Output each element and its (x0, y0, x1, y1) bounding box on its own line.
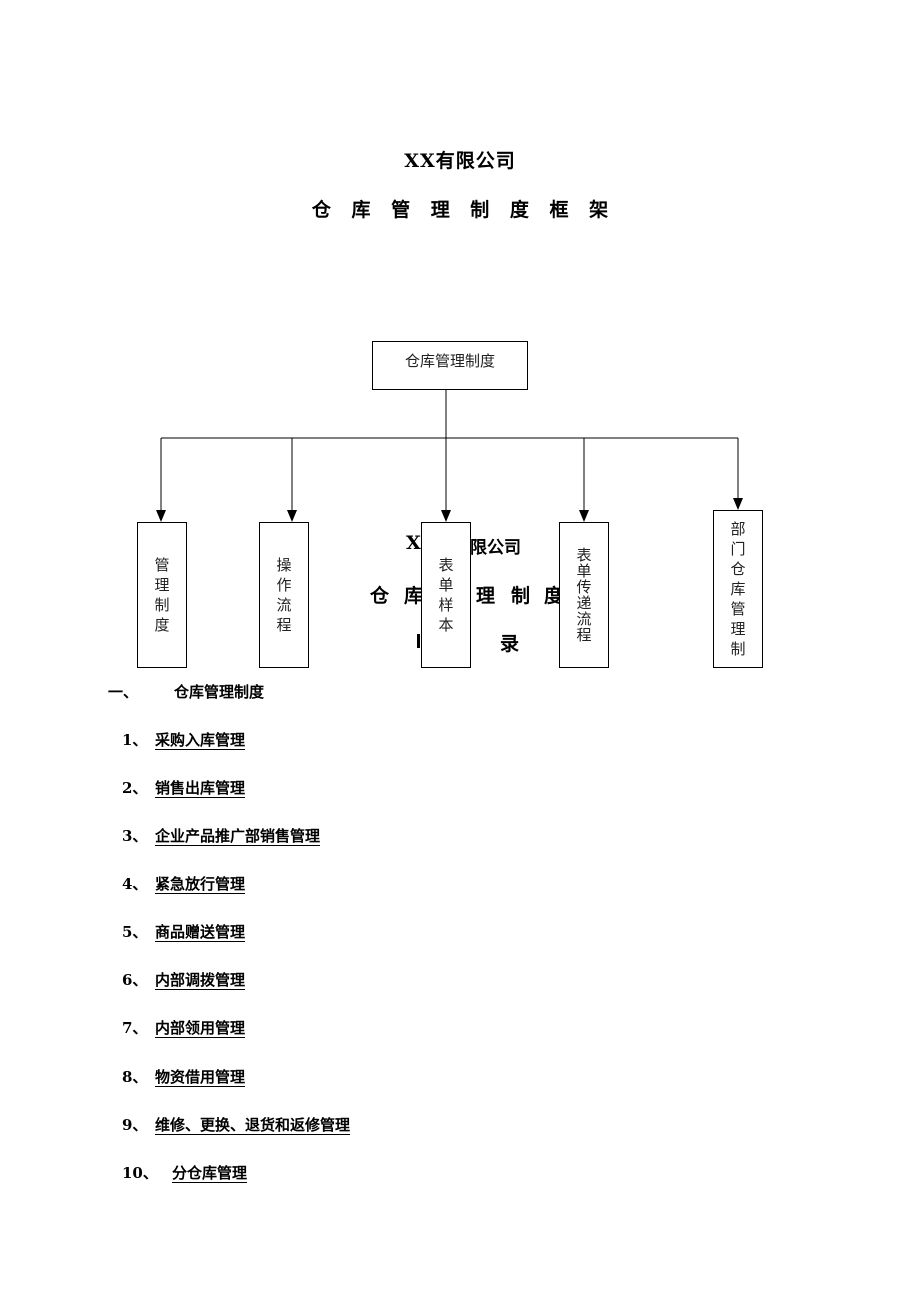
toc-item[interactable]: 1、采购入库管理 (122, 729, 245, 750)
child-char: 制 (730, 640, 746, 658)
toc-item-index: 5、 (122, 923, 148, 941)
child-char: 仓 (730, 560, 746, 578)
child-char: 单 (438, 576, 454, 594)
toc-item-index: 7、 (122, 1019, 148, 1037)
ghost-bracket-mark (417, 634, 420, 648)
toc-section-title: 仓库管理制度 (174, 683, 265, 701)
org-child-operation-flow: 操 作 流 程 (259, 522, 309, 668)
child-char: 理 (154, 576, 170, 594)
toc-item-index: 6、 (122, 971, 148, 989)
toc-item-link[interactable]: 企业产品推广部销售管理 (155, 827, 321, 845)
toc-item[interactable]: 7、内部领用管理 (122, 1017, 245, 1038)
ghost-lu: 录 (500, 633, 520, 655)
arrowhead-1 (156, 510, 166, 522)
org-child-dept-warehouse: 部 门 仓 库 管 理 制 (713, 510, 763, 668)
arrowhead-5 (733, 498, 743, 510)
toc-item[interactable]: 3、企业产品推广部销售管理 (122, 825, 320, 846)
toc-item-index: 1、 (122, 731, 148, 749)
child-char: 理 (730, 620, 746, 638)
child-char: 程 (576, 626, 592, 644)
toc-item[interactable]: 2、销售出库管理 (122, 777, 245, 798)
child-char: 作 (276, 576, 292, 594)
toc-item[interactable]: 5、商品赠送管理 (122, 921, 245, 942)
toc-item-index: 10、 (122, 1164, 158, 1182)
org-child-form-samples: 表 单 样 本 (421, 522, 471, 668)
toc-item-link[interactable]: 分仓库管理 (172, 1164, 248, 1182)
child-char: 流 (276, 596, 292, 614)
toc-item[interactable]: 6、内部调拨管理 (122, 969, 245, 990)
toc-item-index: 4、 (122, 875, 148, 893)
child-char: 部 (730, 520, 746, 538)
toc-item-link[interactable]: 内部领用管理 (155, 1019, 246, 1037)
ghost-ku: 库 (404, 585, 424, 607)
child-char: 表 (576, 546, 592, 564)
toc-item-link[interactable]: 采购入库管理 (155, 731, 246, 749)
child-char: 流 (576, 610, 592, 628)
toc-item[interactable]: 9、维修、更换、退货和返修管理 (122, 1114, 350, 1135)
toc-section-heading: 一、 仓库管理制度 (108, 681, 264, 702)
child-char: 制 (154, 596, 170, 614)
toc-item-index: 8、 (122, 1068, 148, 1086)
child-char: 库 (730, 580, 746, 598)
child-char: 样 (438, 596, 454, 614)
arrowhead-2 (287, 510, 297, 522)
ghost-zhi: 制 (511, 585, 531, 607)
org-root-box: 仓库管理制度 (372, 341, 528, 390)
child-char: 度 (154, 616, 170, 634)
child-char: 操 (276, 556, 292, 574)
org-child-form-transfer-flow: 表 单 传 递 流 程 (559, 522, 609, 668)
child-char: 表 (438, 556, 454, 574)
toc-item-link[interactable]: 物资借用管理 (155, 1068, 246, 1086)
document-title: 仓 库 管 理 制 度 框 架 (311, 199, 609, 221)
toc-item-index: 3、 (122, 827, 148, 845)
ghost-li: 理 (476, 585, 496, 607)
toc-item-index: 9、 (122, 1116, 148, 1134)
child-char: 管 (730, 600, 746, 618)
toc-item[interactable]: 8、物资借用管理 (122, 1066, 245, 1087)
toc-item-link[interactable]: 内部调拨管理 (155, 971, 246, 989)
child-char: 管 (154, 556, 170, 574)
child-char: 传 (576, 578, 592, 596)
toc-item-index: 2、 (122, 779, 148, 797)
org-child-management-rules: 管 理 制 度 (137, 522, 187, 668)
toc-section-number: 一、 (108, 683, 139, 701)
ghost-company-tail: 限公司 (470, 538, 521, 558)
toc-item-link[interactable]: 紧急放行管理 (155, 875, 246, 893)
company-title: XX有限公司 (404, 150, 516, 172)
child-char: 单 (576, 562, 592, 580)
toc-item[interactable]: 10、分仓库管理 (122, 1162, 247, 1183)
toc-item-link[interactable]: 销售出库管理 (155, 779, 246, 797)
ghost-cang: 仓 (370, 585, 390, 607)
child-char: 本 (438, 616, 454, 634)
arrowhead-3 (441, 510, 451, 522)
toc-item-link[interactable]: 商品赠送管理 (155, 923, 246, 941)
child-char: 门 (730, 540, 746, 558)
child-char: 递 (576, 594, 592, 612)
ghost-du: 度 (544, 585, 564, 607)
child-char: 程 (276, 616, 292, 634)
arrowhead-4 (579, 510, 589, 522)
toc-item-link[interactable]: 维修、更换、退货和返修管理 (155, 1116, 351, 1134)
toc-item[interactable]: 4、紧急放行管理 (122, 873, 245, 894)
